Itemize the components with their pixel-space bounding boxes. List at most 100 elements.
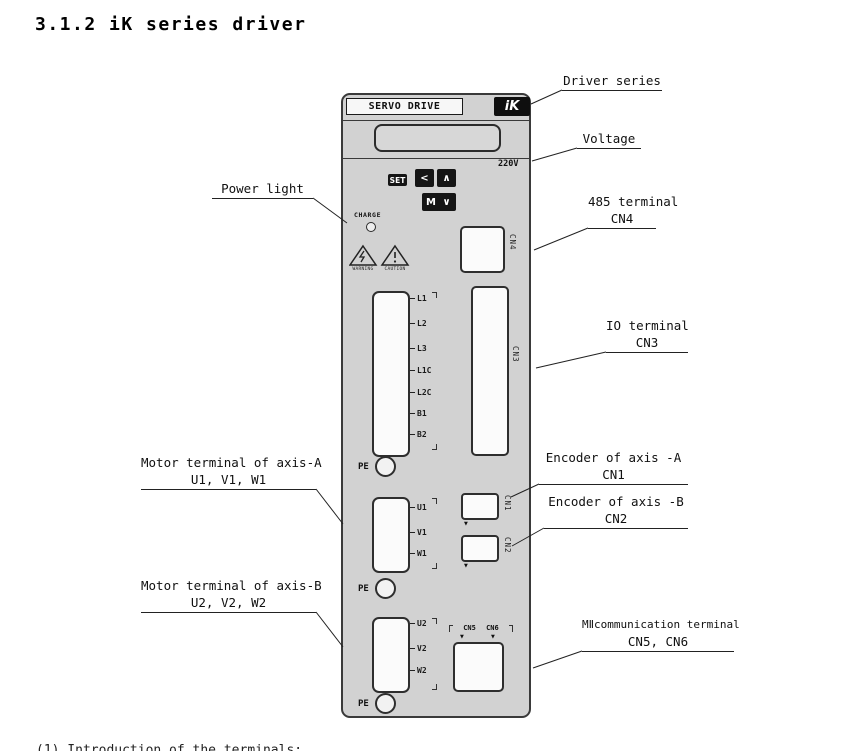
leader-line — [315, 488, 344, 525]
callout-485-terminal: 485 terminal CN4 — [588, 193, 679, 229]
pin-label: B2 — [417, 430, 427, 439]
cn4-connector — [460, 226, 505, 273]
pin-label: W1 — [417, 549, 427, 558]
cn2-label: CN2 — [503, 537, 512, 554]
callout-text: CN1 — [602, 467, 625, 482]
leader-line — [535, 351, 607, 369]
terminal-pin: U1 — [410, 503, 427, 512]
caution-triangle-icon — [380, 244, 410, 266]
pin-label: L1C — [417, 366, 432, 375]
callout-motor-a: Motor terminal of axis-A U1, V1, W1 — [141, 454, 322, 490]
pin-tick — [410, 369, 415, 372]
callout-mii-terminal: MⅡcommunication terminal CN5, CN6 — [582, 616, 740, 652]
pin1-marker-icon: ▼ — [464, 521, 468, 527]
warning-triangle-icon — [349, 244, 378, 266]
cn3-connector — [471, 286, 509, 456]
terminal-pin: L1 — [410, 294, 427, 303]
callout-voltage: Voltage — [577, 130, 641, 149]
display-window — [374, 124, 501, 152]
callout-text: U1, V1, W1 — [190, 472, 267, 487]
pin-tick — [410, 531, 415, 534]
pin-label: L3 — [417, 344, 427, 353]
terminal-pin: W1 — [410, 549, 427, 558]
terminal-pin: U2 — [410, 619, 427, 628]
callout-io-terminal: IO terminal CN3 — [606, 317, 689, 353]
cn2-connector — [461, 535, 499, 562]
pin-label: L2C — [417, 388, 432, 397]
callout-text: Driver series — [563, 73, 661, 88]
pin-label: U1 — [417, 503, 427, 512]
bracket-corner — [449, 625, 453, 632]
pin1-marker-icon: ▼ — [464, 563, 468, 569]
power-terminal-block — [372, 291, 410, 457]
panel-divider — [343, 120, 529, 121]
warning-icons — [349, 244, 410, 266]
cn4-label: CN4 — [508, 234, 517, 251]
bracket-corner — [508, 625, 513, 632]
callout-text: U2, V2, W2 — [190, 595, 267, 610]
pin-label: B1 — [417, 409, 427, 418]
pin-label: L2 — [417, 319, 427, 328]
up-arrow-button: ∧ — [437, 169, 456, 187]
leader-line — [530, 89, 563, 105]
callout-text: Encoder of axis -A — [545, 450, 682, 465]
cn6-label: CN6 — [486, 624, 499, 632]
bracket-corner — [432, 444, 437, 450]
mode-button: M — [422, 193, 440, 211]
pin-tick — [410, 622, 415, 625]
callout-text: CN2 — [604, 511, 628, 526]
pin-label: L1 — [417, 294, 427, 303]
callout-text: Motor terminal of axis-B — [141, 578, 322, 593]
callout-text: CN4 — [610, 211, 634, 226]
callout-encoder-a: Encoder of axis -A CN1 — [539, 449, 688, 485]
callout-text: MⅡcommunication terminal — [582, 618, 740, 631]
callout-encoder-b: Encoder of axis -B CN2 — [544, 493, 688, 529]
pe-ground-terminal — [375, 578, 396, 599]
page-title: 3.1.2 iK series driver — [35, 14, 307, 35]
callout-motor-b: Motor terminal of axis-B U2, V2, W2 — [141, 577, 322, 613]
pin-label: U2 — [417, 619, 427, 628]
pin1-marker-icon: ▼ — [460, 634, 464, 640]
callout-text: Motor terminal of axis-A — [141, 455, 322, 470]
pin-tick — [410, 647, 415, 650]
terminal-pin: L1C — [410, 366, 431, 375]
cn5-cn6-connector — [453, 642, 504, 692]
down-arrow-button: ∨ — [437, 193, 456, 211]
leader-line — [315, 611, 344, 648]
callout-text: 485 terminal — [588, 194, 679, 209]
panel-divider — [343, 158, 529, 159]
pin-tick — [410, 552, 415, 555]
terminal-pin: L2C — [410, 388, 431, 397]
pin-tick — [410, 391, 415, 394]
terminal-pin: B2 — [410, 430, 427, 439]
callout-text: Power light — [221, 181, 304, 196]
pin-label: W2 — [417, 666, 427, 675]
cn1-label: CN1 — [503, 495, 512, 512]
set-button: SET — [388, 174, 407, 186]
leader-line — [532, 650, 583, 669]
leader-line — [531, 147, 578, 162]
pe-ground-terminal — [375, 456, 396, 477]
left-arrow-button: < — [415, 169, 434, 187]
pin-tick — [410, 412, 415, 415]
pin-tick — [410, 433, 415, 436]
bracket-corner — [432, 684, 437, 690]
terminal-pin: L3 — [410, 344, 427, 353]
ik-logo: iK — [494, 97, 530, 116]
callout-text: CN5, CN6 — [627, 634, 689, 649]
bracket-corner — [432, 563, 437, 569]
pin-tick — [410, 506, 415, 509]
cn1-connector — [461, 493, 499, 520]
pin-tick — [410, 322, 415, 325]
charge-led — [366, 222, 376, 232]
bottom-partial-text: (1) Introduction of the terminals: — [36, 743, 303, 751]
callout-text: Encoder of axis -B — [548, 494, 684, 509]
callout-driver-series: Driver series — [562, 72, 662, 91]
terminal-pin: L2 — [410, 319, 427, 328]
device-brand-label: SERVO DRIVE — [346, 98, 463, 115]
bracket-corner — [432, 498, 437, 504]
cn3-label: CN3 — [511, 346, 520, 363]
charge-label: CHARGE — [354, 211, 382, 219]
pe-ground-terminal — [375, 693, 396, 714]
